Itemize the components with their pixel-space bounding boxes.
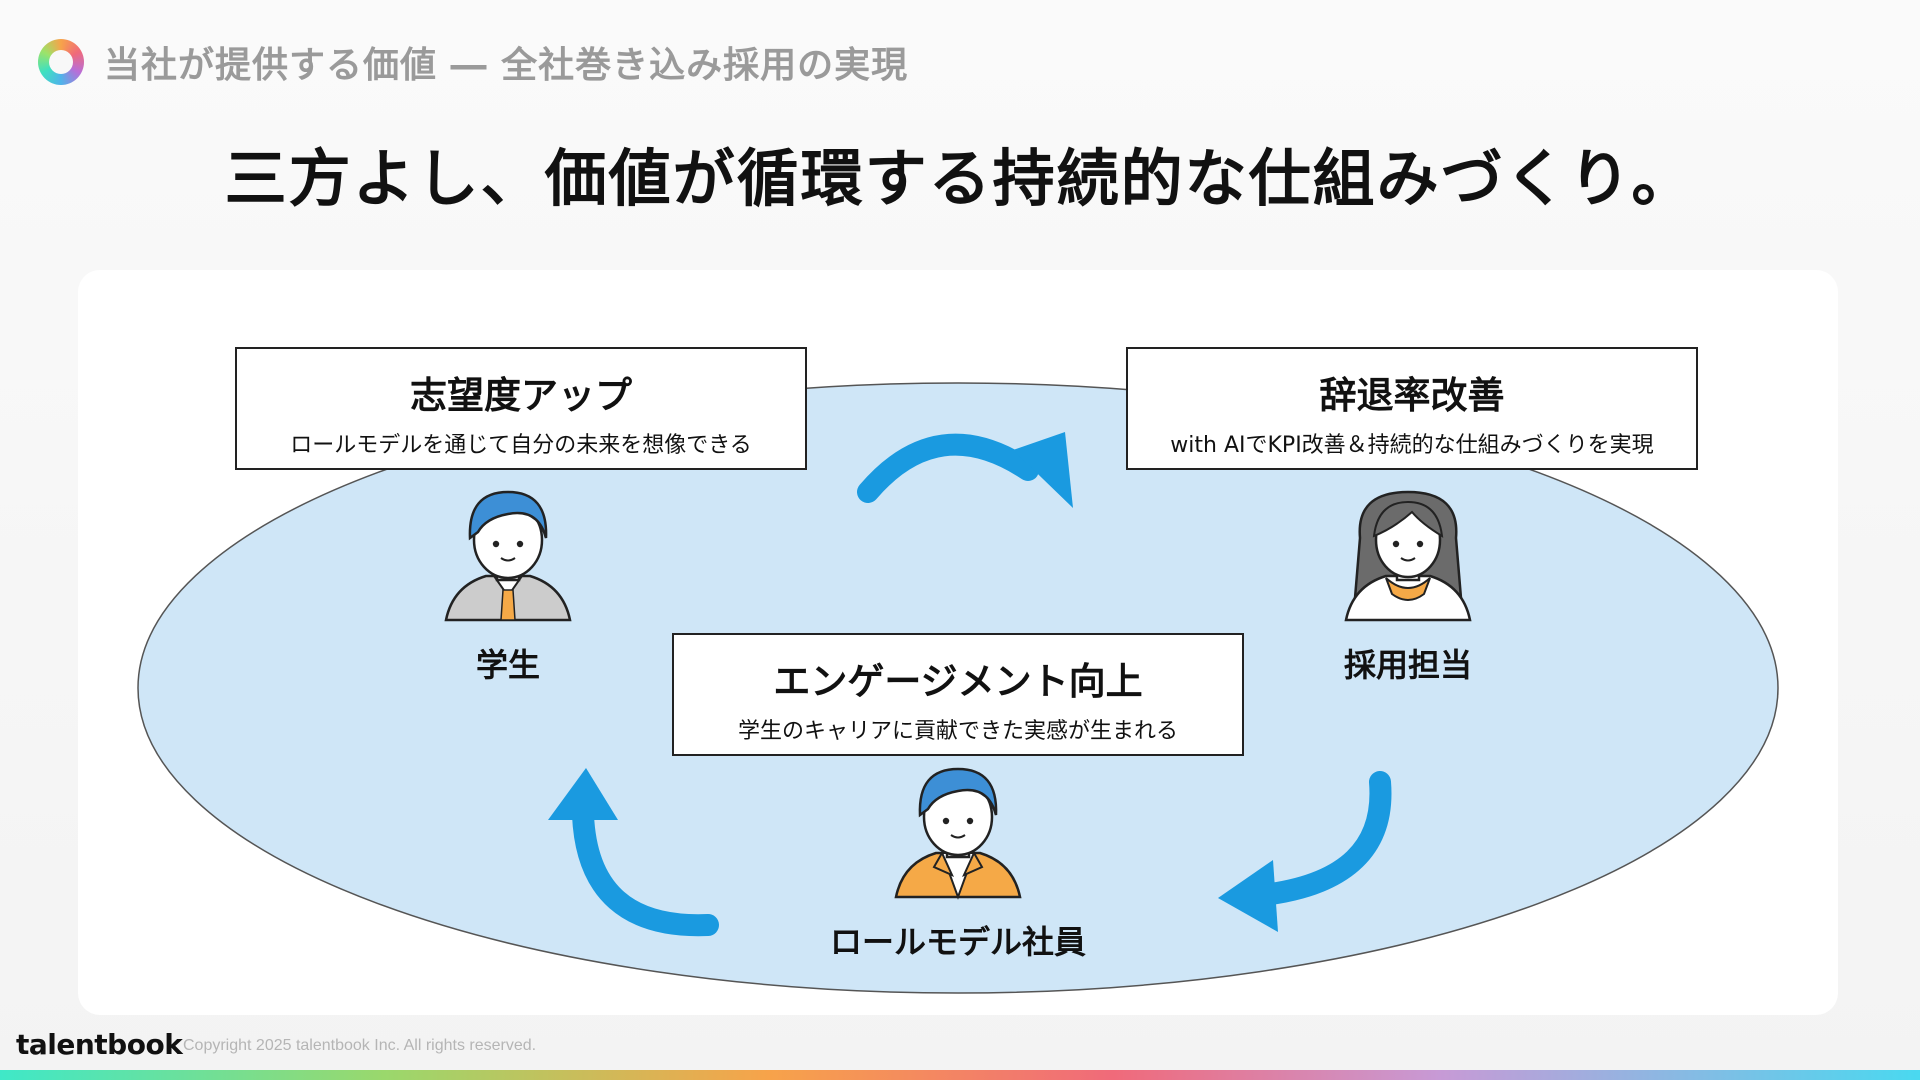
copyright-text: Copyright 2025 talentbook Inc. All right… bbox=[183, 1037, 537, 1054]
box-aspiration-subtitle: ロールモデルを通じて自分の未来を想像できる bbox=[290, 433, 752, 458]
persona-student: 学生 bbox=[418, 640, 598, 686]
headline: 三方よし、価値が循環する持続的な仕組みづくり。 bbox=[224, 142, 1696, 215]
student-avatar-icon bbox=[444, 490, 572, 622]
arrow-right-icon bbox=[1218, 771, 1392, 932]
recruiter-avatar-icon bbox=[1344, 490, 1472, 622]
persona-student-label: 学生 bbox=[475, 646, 540, 684]
persona-recruiter: 採用担当 bbox=[1308, 640, 1508, 686]
footer-logo: talentbook bbox=[16, 1028, 183, 1061]
box-engagement: エンゲージメント向上 学生のキャリアに貢献できた実感が生まれる bbox=[672, 633, 1244, 756]
bottom-gradient-bar bbox=[0, 1070, 1920, 1080]
persona-recruiter-label: 採用担当 bbox=[1343, 646, 1472, 684]
talentbook-ring-icon bbox=[38, 39, 84, 85]
arrow-top-icon bbox=[857, 432, 1073, 508]
box-engagement-title: エンゲージメント向上 bbox=[773, 660, 1143, 703]
box-decline-subtitle: with AIでKPI改善＆持続的な仕組みづくりを実現 bbox=[1170, 433, 1654, 458]
section-title: 当社が提供する価値 ― 全社巻き込み採用の実現 bbox=[104, 45, 909, 86]
box-decline-improvement: 辞退率改善 with AIでKPI改善＆持続的な仕組みづくりを実現 bbox=[1126, 347, 1698, 470]
arrow-left-icon bbox=[548, 768, 719, 937]
persona-role-model-label: ロールモデル社員 bbox=[829, 923, 1086, 961]
persona-role-model: ロールモデル社員 bbox=[818, 917, 1098, 963]
box-decline-title: 辞退率改善 bbox=[1319, 374, 1505, 417]
slide-header: 当社が提供する価値 ― 全社巻き込み採用の実現 bbox=[38, 36, 908, 88]
diagram-card: 志望度アップ ロールモデルを通じて自分の未来を想像できる 辞退率改善 with … bbox=[78, 270, 1838, 1015]
box-aspiration: 志望度アップ ロールモデルを通じて自分の未来を想像できる bbox=[235, 347, 807, 470]
role-model-avatar-icon bbox=[894, 767, 1022, 900]
box-engagement-subtitle: 学生のキャリアに貢献できた実感が生まれる bbox=[737, 719, 1178, 744]
box-aspiration-title: 志望度アップ bbox=[410, 374, 632, 417]
